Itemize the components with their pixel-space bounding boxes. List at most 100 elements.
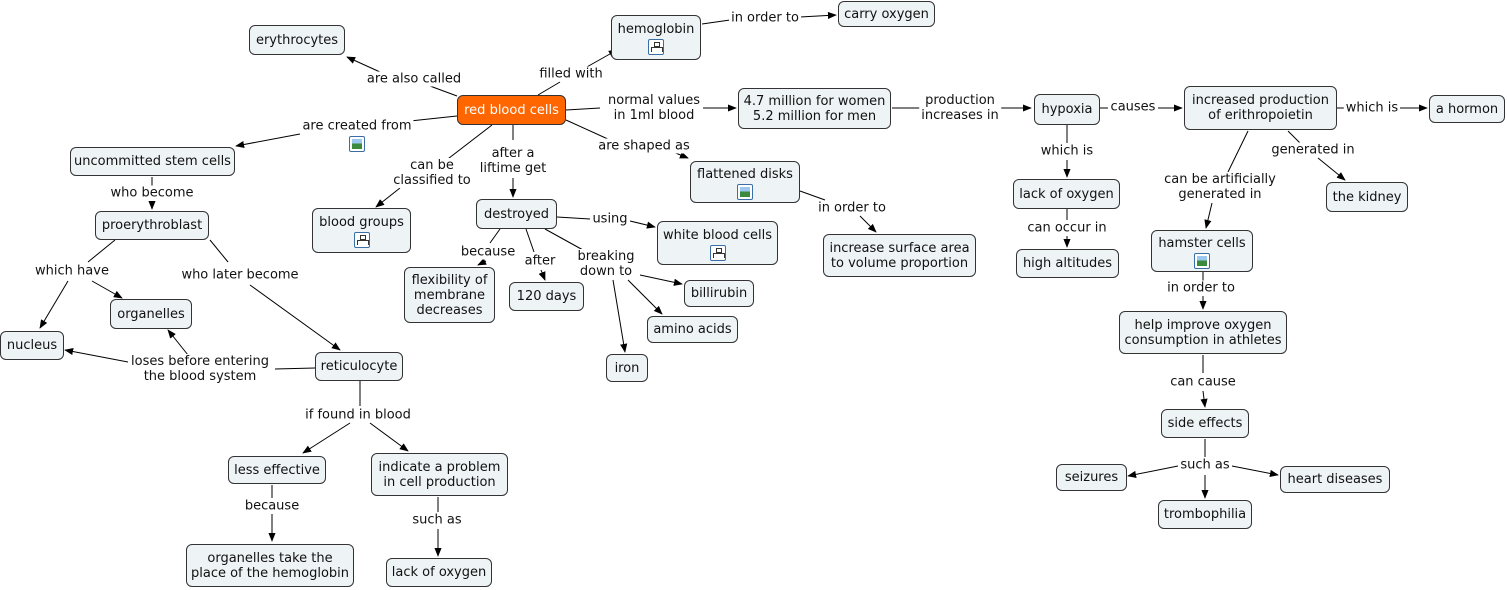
node-label: uncommitted stem cells bbox=[74, 154, 231, 169]
node-organelles-take-place[interactable]: organelles take the place of the hemoglo… bbox=[186, 544, 354, 587]
node-organelles[interactable]: organelles bbox=[110, 299, 192, 329]
node-less-effective[interactable]: less effective bbox=[228, 456, 326, 484]
node-seizures[interactable]: seizures bbox=[1056, 464, 1127, 491]
node-membrane-flexibility[interactable]: flexibility of membrane decreases bbox=[404, 267, 495, 323]
node-label-line: 4.7 million for women bbox=[743, 93, 886, 109]
node-blood-groups[interactable]: blood groups bbox=[312, 208, 411, 253]
link-if-found-in-blood[interactable]: if found in blood bbox=[303, 407, 413, 423]
node-label: reticulocyte bbox=[320, 359, 398, 374]
node-carry-oxygen[interactable]: carry oxygen bbox=[838, 1, 935, 27]
node-label-line: consumption in athletes bbox=[1124, 332, 1282, 348]
link-after[interactable]: after bbox=[522, 253, 558, 269]
node-120-days[interactable]: 120 days bbox=[509, 282, 584, 311]
node-white-blood-cells[interactable]: white blood cells bbox=[657, 221, 778, 265]
link-generated-in[interactable]: generated in bbox=[1269, 142, 1357, 158]
node-flattened-disks[interactable]: flattened disks bbox=[690, 161, 800, 203]
link-using[interactable]: using bbox=[590, 211, 630, 227]
link-because[interactable]: because bbox=[242, 498, 302, 514]
node-label: iron bbox=[614, 360, 640, 376]
link-such-as[interactable]: such as bbox=[410, 512, 464, 528]
node-label: lack of oxygen bbox=[1019, 186, 1114, 202]
node-label: carry oxygen bbox=[844, 6, 929, 22]
node-label: nucleus bbox=[6, 338, 58, 353]
image-icon[interactable] bbox=[737, 184, 753, 200]
node-reticulocyte[interactable]: reticulocyte bbox=[315, 352, 403, 381]
link-who-later-become[interactable]: who later become bbox=[179, 267, 301, 283]
node-label-line: flexibility of bbox=[411, 272, 488, 288]
node-erythrocytes[interactable]: erythrocytes bbox=[249, 25, 345, 55]
node-label: less effective bbox=[234, 462, 320, 478]
node-label: hypoxia bbox=[1041, 102, 1093, 117]
node-side-effects[interactable]: side effects bbox=[1161, 409, 1249, 438]
concept-map-icon[interactable] bbox=[709, 245, 726, 261]
node-label: seizures bbox=[1064, 470, 1119, 485]
node-proerythroblast[interactable]: proerythroblast bbox=[95, 211, 209, 240]
node-uncommitted-stem-cells[interactable]: uncommitted stem cells bbox=[70, 147, 235, 176]
concept-map-icon[interactable] bbox=[353, 232, 370, 248]
link-can-cause[interactable]: can cause bbox=[1168, 374, 1238, 390]
node-label: proerythroblast bbox=[101, 218, 203, 233]
node-label-line: increased production bbox=[1192, 93, 1329, 108]
link-who-become[interactable]: who become bbox=[108, 185, 196, 201]
node-high-altitudes[interactable]: high altitudes bbox=[1016, 249, 1119, 278]
link-are-shaped-as[interactable]: are shaped as bbox=[596, 138, 692, 154]
node-label-line: organelles take the bbox=[207, 550, 333, 566]
node-label: red blood cells bbox=[464, 102, 559, 118]
link-are-created-from[interactable]: are created from bbox=[300, 118, 414, 134]
node-label-line: membrane bbox=[413, 287, 486, 303]
link-because[interactable]: because bbox=[458, 244, 518, 260]
node-label: hamster cells bbox=[1158, 236, 1246, 251]
node-destroyed[interactable]: destroyed bbox=[476, 199, 557, 229]
link-which-is[interactable]: which is bbox=[1038, 143, 1096, 159]
node-iron[interactable]: iron bbox=[606, 354, 648, 382]
node-billirubin[interactable]: billirubin bbox=[684, 280, 754, 307]
node-the-kidney[interactable]: the kidney bbox=[1326, 182, 1408, 212]
node-hemoglobin[interactable]: hemoglobin bbox=[611, 15, 701, 60]
node-label: hemoglobin bbox=[617, 22, 695, 37]
node-label: white blood cells bbox=[663, 228, 773, 243]
link-which-have[interactable]: which have bbox=[33, 263, 111, 279]
node-trombophilia[interactable]: trombophilia bbox=[1158, 500, 1252, 529]
node-heart-diseases[interactable]: heart diseases bbox=[1280, 466, 1390, 493]
link-in-order-to[interactable]: in order to bbox=[1165, 280, 1237, 296]
node-amino-acids[interactable]: amino acids bbox=[647, 316, 738, 343]
link-which-is[interactable]: which is bbox=[1343, 100, 1401, 116]
node-erythropoietin[interactable]: increased production of erithropoietin bbox=[1184, 86, 1337, 130]
link-in-order-to[interactable]: in order to bbox=[729, 10, 801, 26]
image-icon[interactable] bbox=[349, 136, 365, 152]
node-label: erythrocytes bbox=[255, 32, 339, 48]
link-such-as[interactable]: such as bbox=[1178, 457, 1232, 473]
node-label-line: 5.2 million for men bbox=[752, 108, 877, 124]
node-lack-of-oxygen-2[interactable]: lack of oxygen bbox=[386, 558, 492, 587]
link-in-order-to[interactable]: in order to bbox=[816, 200, 888, 216]
node-rbc-values[interactable]: 4.7 million for women 5.2 million for me… bbox=[738, 88, 891, 129]
node-red-blood-cells[interactable]: red blood cells bbox=[457, 95, 566, 125]
node-help-oxygen-consumption[interactable]: help improve oxygen consumption in athle… bbox=[1119, 311, 1287, 354]
node-hypoxia[interactable]: hypoxia bbox=[1034, 94, 1100, 125]
node-label: 120 days bbox=[516, 289, 577, 304]
node-lack-of-oxygen[interactable]: lack of oxygen bbox=[1013, 179, 1120, 209]
node-nucleus[interactable]: nucleus bbox=[0, 331, 64, 360]
image-icon[interactable] bbox=[1194, 253, 1210, 269]
link-can-occur-in[interactable]: can occur in bbox=[1025, 220, 1109, 236]
node-label: blood groups bbox=[319, 215, 404, 230]
concept-map-icon[interactable] bbox=[648, 39, 664, 55]
node-label-line: in cell production bbox=[383, 474, 496, 490]
node-label: billirubin bbox=[690, 286, 748, 301]
link-causes[interactable]: causes bbox=[1108, 99, 1158, 115]
link-filled-with[interactable]: filled with bbox=[537, 66, 605, 82]
link-are-also-called[interactable]: are also called bbox=[364, 71, 464, 87]
node-label: side effects bbox=[1167, 416, 1243, 431]
node-indicate-problem[interactable]: indicate a problem in cell production bbox=[371, 453, 508, 496]
node-a-hormon[interactable]: a hormon bbox=[1429, 95, 1505, 123]
node-surface-area[interactable]: increase surface area to volume proporti… bbox=[823, 234, 976, 277]
node-label: the kidney bbox=[1332, 189, 1402, 205]
node-hamster-cells[interactable]: hamster cells bbox=[1151, 230, 1253, 272]
